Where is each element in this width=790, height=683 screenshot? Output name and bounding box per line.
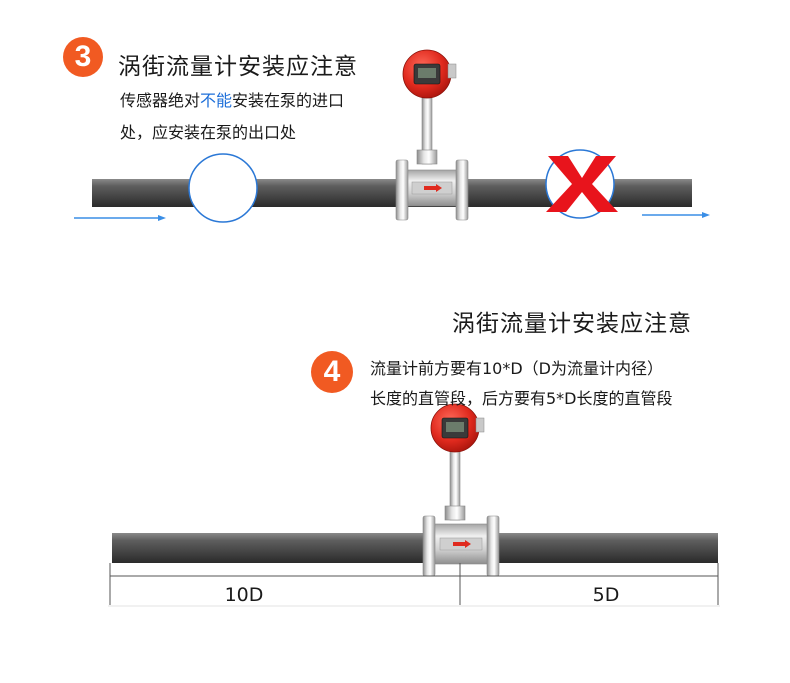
section4-title: 涡街流量计安装应注意: [452, 311, 692, 337]
section4-flowmeter-icon: [422, 403, 500, 577]
cross-mark-icon: [546, 156, 618, 212]
dimension-lines: [109, 563, 719, 605]
section3-title: 涡街流量计安装应注意: [118, 54, 358, 80]
note-text-highlight: 不能: [200, 91, 233, 110]
section3-note-line1: 传感器绝对不能安装在泵的进口: [120, 86, 344, 116]
pump-inlet-circle: [188, 153, 258, 223]
step-badge-3: 3: [63, 37, 103, 77]
section3-flowmeter-icon: [395, 49, 469, 221]
flow-arrow-right-icon: [642, 212, 710, 218]
step-badge-4: 4: [311, 351, 353, 393]
note-text-after: 安装在泵的进口: [232, 91, 345, 110]
note-text-before: 传感器绝对: [120, 91, 201, 110]
downstream-length-label: 5D: [592, 584, 620, 606]
section4-pipe: [112, 533, 718, 563]
section3-note-line2: 处，应安装在泵的出口处: [120, 123, 297, 142]
upstream-length-label: 10D: [224, 584, 264, 606]
section4-note-line1: 流量计前方要有10*D（D为流量计内径）: [370, 359, 664, 378]
flow-arrow-left-icon: [74, 215, 166, 221]
section4-note-line2: 长度的直管段，后方要有5*D长度的直管段: [370, 389, 673, 408]
